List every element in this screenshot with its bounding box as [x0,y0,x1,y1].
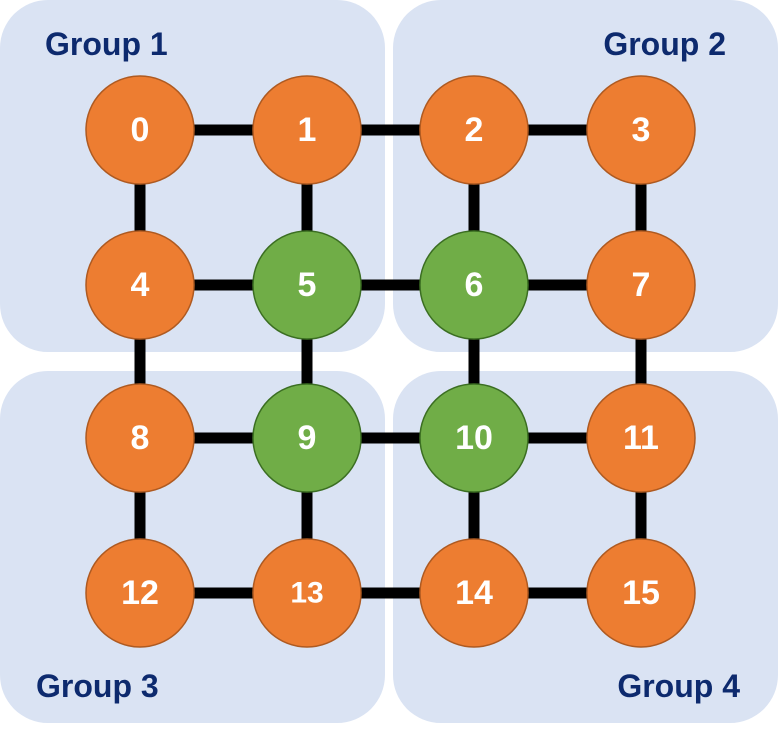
node-label: 11 [623,419,659,457]
node-circle [85,230,195,340]
node-11: 11 [586,383,696,493]
node-circle [586,538,696,648]
node-label: 9 [298,419,317,457]
node-label: 3 [632,111,651,149]
node-0: 0 [85,75,195,185]
node-label: 6 [465,266,484,304]
group-1-label: Group 1 [45,26,168,62]
node-circle [586,383,696,493]
node-12: 12 [85,538,195,648]
node-9: 9 [252,383,362,493]
node-10: 10 [419,383,529,493]
node-1: 1 [252,75,362,185]
group-4-label: Group 4 [617,668,740,704]
node-label: 8 [131,419,150,457]
node-circle [586,230,696,340]
node-circle [252,75,362,185]
node-circle [85,538,195,648]
node-circle [419,538,529,648]
node-label: 7 [632,266,651,304]
node-circle [85,383,195,493]
node-circle [586,75,696,185]
node-circle [252,230,362,340]
node-label: 12 [121,574,159,612]
node-13: 13 [252,538,362,648]
node-label: 14 [455,574,493,612]
node-circle [419,75,529,185]
node-label: 2 [465,111,484,149]
node-label: 10 [455,419,493,457]
node-circle [252,383,362,493]
node-label: 1 [298,111,317,149]
node-label: 5 [298,266,317,304]
node-15: 15 [586,538,696,648]
group-3-label: Group 3 [36,668,159,704]
node-circle [252,538,362,648]
group-2-label: Group 2 [603,26,726,62]
node-2: 2 [419,75,529,185]
node-14: 14 [419,538,529,648]
node-circle [419,383,529,493]
node-label: 4 [131,266,150,304]
node-3: 3 [586,75,696,185]
node-7: 7 [586,230,696,340]
node-circle [85,75,195,185]
node-4: 4 [85,230,195,340]
node-circle [419,230,529,340]
node-label: 0 [131,111,150,149]
node-8: 8 [85,383,195,493]
node-label: 15 [622,574,660,612]
node-label: 13 [290,577,323,610]
node-5: 5 [252,230,362,340]
node-6: 6 [419,230,529,340]
